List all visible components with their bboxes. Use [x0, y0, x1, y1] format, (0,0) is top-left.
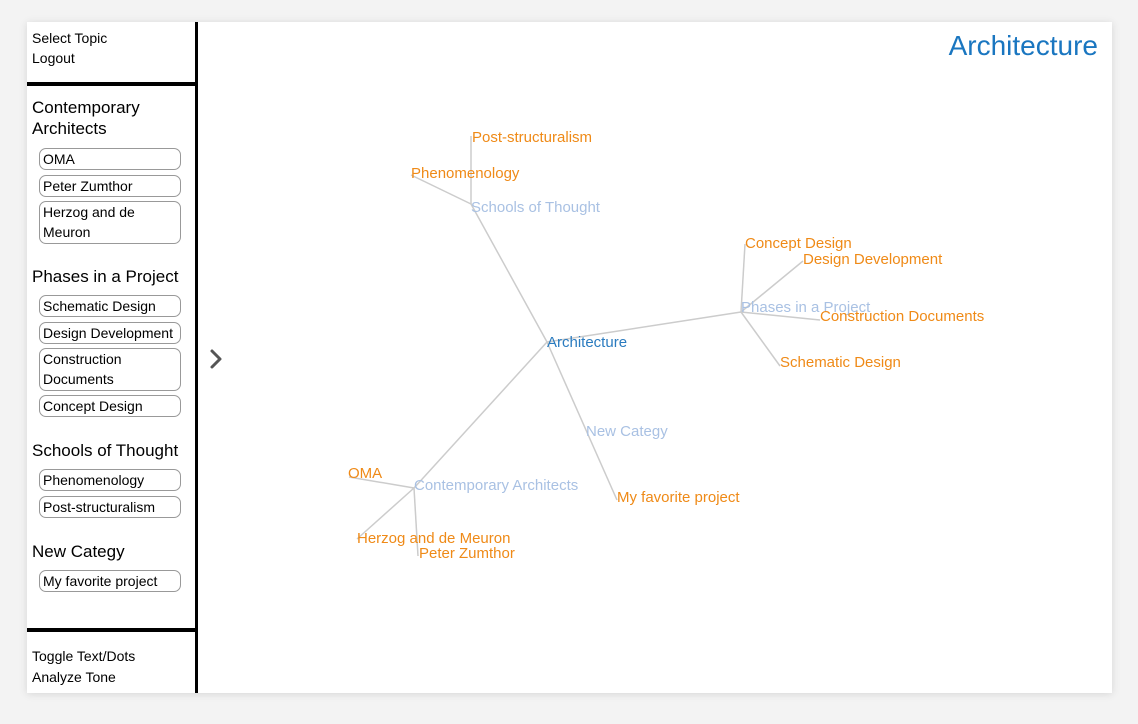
- item-label-line: Herzog and de: [43, 204, 135, 220]
- category-title-line: Architects: [32, 119, 107, 138]
- analyze-tone-link[interactable]: Analyze Tone: [32, 669, 116, 685]
- graph-node-phases-in-a-project[interactable]: Phases in a Project: [741, 299, 871, 316]
- item-label: Design Development: [43, 325, 173, 341]
- edge-root-new-categy: [546, 341, 618, 501]
- item-herzog-and-de-meuron[interactable]: Herzog and de Meuron: [39, 201, 181, 244]
- graph-node-root[interactable]: Architecture: [547, 334, 627, 351]
- graph-node-post-structuralism[interactable]: Post-structuralism: [472, 129, 592, 146]
- edge-contemporary-oma: [348, 476, 415, 489]
- item-my-favorite-project[interactable]: My favorite project: [39, 570, 181, 592]
- item-schematic-design[interactable]: Schematic Design: [39, 295, 181, 317]
- edge-phases-design-development: [740, 260, 804, 313]
- edge-contemporary-herzog: [356, 487, 415, 540]
- item-label: Schematic Design: [43, 298, 156, 314]
- edge-schools-phenomenology: [410, 174, 472, 205]
- category-title-phases-in-a-project: Phases in a Project: [32, 267, 179, 286]
- toggle-text-dots-link[interactable]: Toggle Text/Dots: [32, 648, 136, 664]
- item-label-line: Construction: [43, 351, 122, 367]
- item-label: My favorite project: [43, 573, 158, 589]
- graph-node-contemporary-architects[interactable]: Contemporary Architects: [414, 477, 578, 494]
- sidebar-top-menu: Select Topic Logout: [27, 22, 195, 86]
- category-title-new-categy: New Categy: [32, 542, 125, 561]
- edge-phases-schematic-design: [740, 311, 781, 367]
- graph-node-schools-of-thought[interactable]: Schools of Thought: [471, 199, 601, 216]
- sidebar-bottom-menu: Toggle Text/Dots Analyze Tone: [27, 628, 195, 697]
- category-title-schools-of-thought: Schools of Thought: [32, 441, 179, 460]
- app-window: Select Topic Logout Contemporary Archite…: [27, 22, 1112, 693]
- item-concept-design[interactable]: Concept Design: [39, 395, 181, 417]
- graph-node-concept-design[interactable]: Concept Design: [745, 235, 852, 252]
- graph-node-peter-zumthor[interactable]: Peter Zumthor: [419, 545, 515, 562]
- mind-map-graph: Architecture Schools of Thought Post-str…: [348, 129, 984, 562]
- item-label: Post-structuralism: [43, 499, 156, 515]
- item-label-line: Documents: [43, 371, 114, 387]
- chevron-right-icon[interactable]: [207, 347, 227, 371]
- page-title: Architecture: [948, 30, 1098, 61]
- graph-node-new-categy[interactable]: New Categy: [586, 423, 668, 440]
- item-label-line: Meuron: [43, 224, 91, 240]
- item-label: Concept Design: [43, 398, 143, 414]
- graph-node-herzog-and-de-meuron[interactable]: Herzog and de Meuron: [357, 530, 510, 547]
- category-title-contemporary-architects: Contemporary Architects: [32, 97, 140, 139]
- graph-nodes: Architecture Schools of Thought Post-str…: [348, 129, 984, 562]
- item-construction-documents[interactable]: Construction Documents: [39, 348, 181, 391]
- category-list: Contemporary Architects OMA Peter Zumtho…: [27, 86, 195, 628]
- item-label: OMA: [43, 151, 75, 167]
- item-peter-zumthor[interactable]: Peter Zumthor: [39, 175, 181, 197]
- chevron-right-icon-svg: [210, 349, 222, 369]
- item-post-structuralism[interactable]: Post-structuralism: [39, 496, 181, 518]
- select-topic-link[interactable]: Select Topic: [32, 30, 108, 46]
- edge-root-schools-of-thought: [470, 203, 548, 343]
- edge-root-contemporary: [413, 341, 548, 489]
- graph-node-my-favorite-project[interactable]: My favorite project: [617, 489, 740, 506]
- item-oma[interactable]: OMA: [39, 148, 181, 170]
- graph-node-construction-documents[interactable]: Construction Documents: [820, 308, 984, 325]
- sidebar: Select Topic Logout Contemporary Archite…: [27, 22, 198, 693]
- graph-node-schematic-design[interactable]: Schematic Design: [780, 354, 901, 371]
- category-title-line: Contemporary: [32, 98, 140, 117]
- graph-node-design-development[interactable]: Design Development: [803, 251, 943, 268]
- item-phenomenology[interactable]: Phenomenology: [39, 469, 181, 491]
- graph-edges: [348, 136, 821, 557]
- item-label: Phenomenology: [43, 472, 145, 488]
- graph-node-phenomenology[interactable]: Phenomenology: [411, 165, 520, 182]
- edge-contemporary-zumthor: [413, 487, 419, 557]
- graph-node-oma[interactable]: OMA: [348, 465, 382, 482]
- item-label: Peter Zumthor: [43, 178, 133, 194]
- logout-link[interactable]: Logout: [32, 50, 75, 66]
- edge-root-phases: [546, 311, 742, 343]
- item-design-development[interactable]: Design Development: [39, 322, 181, 344]
- edge-phases-concept-design: [740, 243, 746, 313]
- edge-phases-construction-documents: [740, 311, 821, 321]
